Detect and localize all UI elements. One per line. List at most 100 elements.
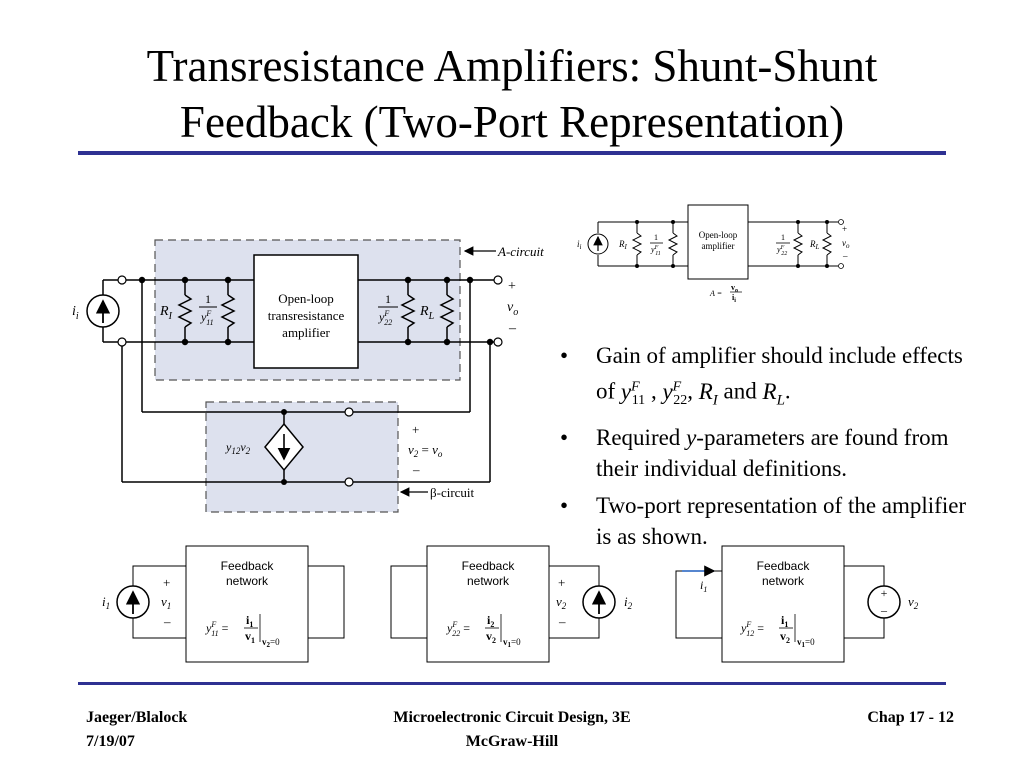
- slide-title: Transresistance Amplifiers: Shunt-Shunt …: [0, 38, 1024, 150]
- fb-net3-src-plus: +: [881, 586, 888, 600]
- footer-center: Microelectronic Circuit Design, 3E McGra…: [312, 706, 712, 754]
- a-circuit-label: A-circuit: [497, 244, 544, 259]
- junction-dots: [138, 276, 494, 485]
- fb-net2-eq-num: i2: [487, 613, 494, 629]
- small-amp-line1: Open-loop: [699, 230, 738, 240]
- amp-line2: transresistance: [268, 308, 345, 323]
- footer-book: Microelectronic Circuit Design, 3E: [393, 709, 631, 726]
- v2-minus: –: [412, 462, 420, 477]
- title-underline: [78, 151, 946, 155]
- small-gain-den: ii: [732, 293, 736, 304]
- fb-net1-cond: v2=0: [262, 637, 280, 649]
- footer-left: Jaeger/Blalock 7/19/07: [86, 706, 187, 754]
- bullet-dot: •: [560, 425, 569, 451]
- fb-net1-plus: +: [163, 575, 170, 590]
- beta-circuit-box: [205, 401, 399, 513]
- rl-label: RL: [419, 304, 435, 322]
- fb-net1-eq-num: i1: [246, 613, 253, 629]
- footer-authors: Jaeger/Blalock: [86, 709, 188, 726]
- vo-plus: +: [508, 279, 516, 294]
- small-gain-eq: A =: [709, 289, 722, 298]
- small-minus: –: [842, 251, 848, 261]
- small-plus: +: [842, 224, 847, 234]
- fb-net1-v-label: v1: [161, 594, 171, 611]
- fb-net3-v-label: v2: [908, 594, 919, 611]
- footer-publisher: McGraw-Hill: [465, 733, 559, 750]
- fb-net1-minus: –: [163, 614, 171, 629]
- small-y22-num: 1: [781, 233, 785, 242]
- fb-net3-i-label: i1: [700, 578, 707, 594]
- footer-rule: [78, 682, 946, 685]
- source-label: ii: [72, 304, 79, 322]
- bullet-1-text: Gain of amplifier should include effects…: [596, 343, 963, 404]
- bullet-1-y22: yF22: [662, 378, 688, 409]
- fb-net1-line2: network: [226, 574, 269, 588]
- bullet-dot: •: [560, 343, 569, 368]
- fb-net2-plus: +: [558, 575, 565, 590]
- main-circuit: Open-loop transresistance amplifier ii R…: [72, 239, 544, 513]
- bullet-3-text: Two-port representation of the amplifier…: [596, 493, 967, 550]
- amp-line1: Open-loop: [278, 291, 334, 306]
- bullet-3: • Two-port representation of the amplifi…: [560, 490, 980, 552]
- slide-title-line2: Feedback (Two-Port Representation): [179, 97, 845, 147]
- bullet-1-ri: RI: [698, 378, 718, 409]
- fb-net3-src-minus: –: [880, 603, 888, 617]
- small-ri-label: RI: [618, 239, 628, 251]
- y11-num: 1: [205, 292, 211, 306]
- footer-page: Chap 17 - 12: [867, 709, 954, 726]
- small-amp-line2: amplifier: [702, 241, 735, 251]
- bullet-dot: •: [560, 493, 569, 519]
- footer-date: 7/19/07: [86, 733, 135, 750]
- small-rl-label: RL: [809, 239, 820, 251]
- fb-net3-box: [721, 545, 845, 663]
- small-gain-num: vo: [731, 283, 738, 294]
- y22-num: 1: [385, 292, 391, 306]
- bullet-list: • Gain of amplifier should include effec…: [560, 340, 980, 558]
- amp-line3: amplifier: [282, 325, 330, 340]
- fb-net2-cond: v1=0: [503, 637, 521, 649]
- fb-net1-box: [185, 545, 309, 663]
- fb-net1-eq-den: v1: [245, 629, 255, 645]
- fb-net3-voltage-source-icon: [867, 585, 901, 619]
- bullet-1-y11: yF11: [620, 378, 646, 409]
- fb-net3-line2: network: [762, 574, 805, 588]
- ri-label: RI: [159, 304, 173, 322]
- beta-circuit-label: β-circuit: [430, 485, 475, 500]
- fb-net3-eq-num: i1: [781, 613, 788, 629]
- fb-net2-line1: Feedback: [462, 559, 516, 573]
- v2-label: v2 = vo: [408, 442, 443, 459]
- v2-plus: +: [412, 422, 419, 437]
- fb-net2-src-label: i2: [624, 594, 633, 611]
- bullet-1: • Gain of amplifier should include effec…: [560, 340, 980, 416]
- small-amp-box: [687, 204, 749, 280]
- small-vo-label: vo: [842, 238, 850, 250]
- fb-net2-eq-den: v2: [486, 629, 496, 645]
- open-loop-amp-box: [253, 254, 359, 369]
- fb-net3-eq-den: v2: [780, 629, 790, 645]
- fb-net2-line2: network: [467, 574, 510, 588]
- vo-label: vo: [507, 300, 518, 318]
- fb-net2-v-label: v2: [556, 594, 567, 611]
- fb-net3-line1: Feedback: [757, 559, 811, 573]
- fb-net2-minus: –: [558, 614, 566, 629]
- fb-net1-line1: Feedback: [221, 559, 275, 573]
- bullet-1-rl: RL: [762, 378, 785, 409]
- terminal-circles: [117, 275, 503, 487]
- dep-source-label: y12v2: [225, 440, 251, 456]
- small-y11-num: 1: [654, 233, 658, 242]
- fb-net1-src-label: i1: [102, 594, 110, 611]
- vo-minus: –: [508, 321, 517, 336]
- fb-net2-box: [426, 545, 550, 663]
